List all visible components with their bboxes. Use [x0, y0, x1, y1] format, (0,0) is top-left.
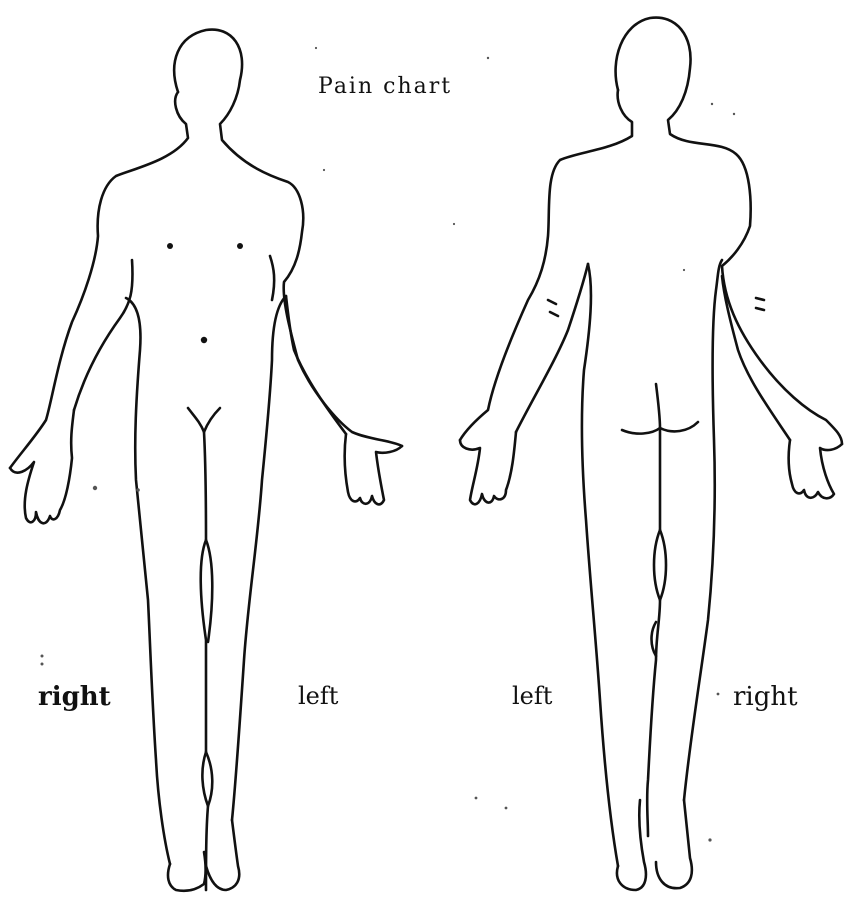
back-right-label: right	[733, 682, 798, 712]
back-spine	[656, 384, 660, 428]
front-leg-outer-left	[232, 296, 286, 820]
back-torso-left	[582, 264, 618, 866]
back-arm-inner-right	[722, 276, 790, 440]
front-left-label: left	[298, 682, 338, 710]
front-foot-left	[206, 820, 239, 890]
front-hand-left	[345, 434, 402, 504]
front-body-figure	[10, 30, 402, 891]
back-leg-outer-right	[684, 260, 722, 800]
back-elbow-mark-left	[548, 300, 558, 316]
back-head	[616, 18, 842, 444]
back-hand-left	[460, 432, 516, 504]
back-neck-left	[460, 90, 632, 440]
back-foot-right	[656, 800, 692, 888]
back-elbow-mark-right	[756, 298, 764, 310]
back-arm-inner-left	[516, 264, 588, 432]
back-inner-leg-seam	[647, 428, 660, 836]
back-hand-right	[789, 440, 842, 498]
back-foot-left	[617, 800, 646, 890]
front-arm-outer-left	[270, 256, 274, 300]
front-inner-leg-seam	[201, 432, 208, 890]
front-armpit-right	[126, 298, 170, 864]
front-arm-inner-left	[286, 296, 346, 434]
back-left-label: left	[512, 682, 552, 710]
front-groin	[188, 408, 220, 432]
chart-title: Pain chart	[318, 74, 452, 99]
front-navel	[201, 337, 207, 343]
front-neck-right	[10, 92, 188, 468]
back-body-figure	[460, 18, 842, 890]
front-foot-right	[168, 852, 206, 891]
front-nipple-right	[167, 243, 173, 249]
front-right-label: right	[38, 682, 111, 712]
front-nipple-left	[237, 243, 243, 249]
front-arm-inner-right	[74, 260, 133, 410]
